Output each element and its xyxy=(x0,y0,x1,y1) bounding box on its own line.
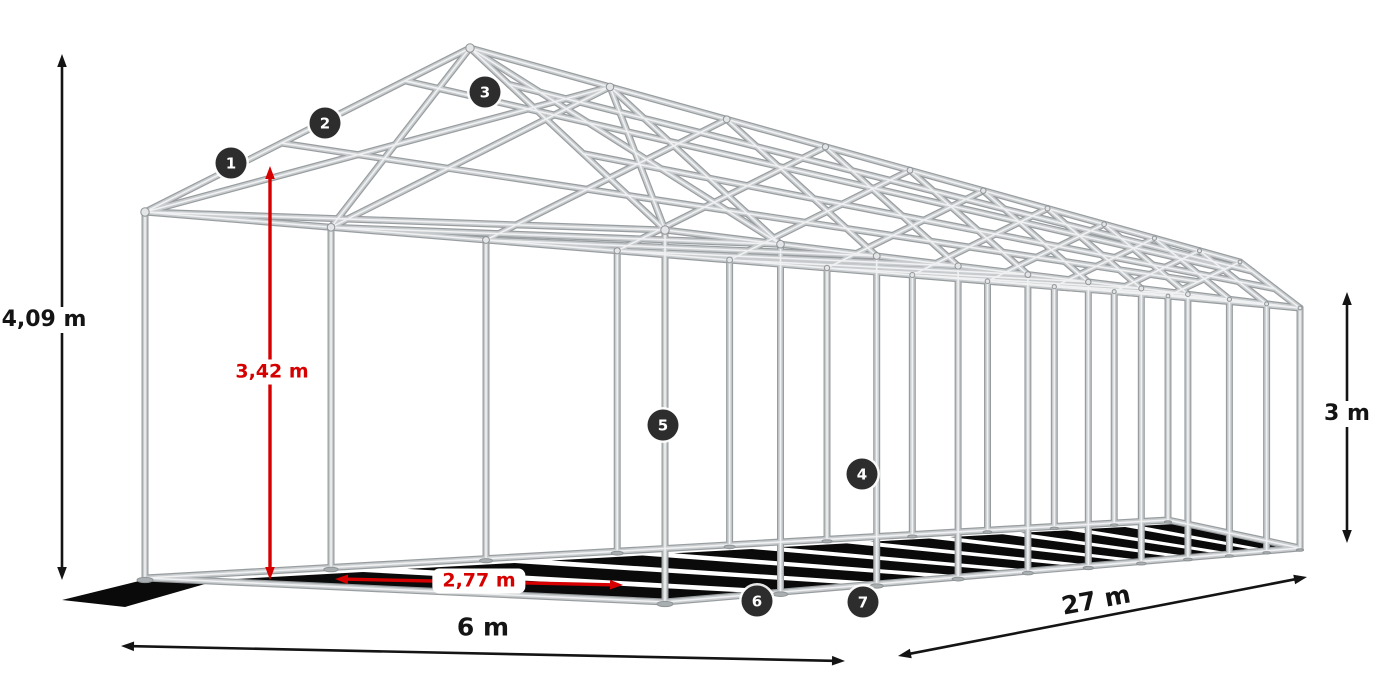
hotspot-marker-7[interactable]: 7 xyxy=(847,586,879,618)
width-arrow xyxy=(121,641,845,666)
hotspot-marker-4-label: 4 xyxy=(856,465,868,483)
length-arrow xyxy=(898,574,1307,659)
hotspot-marker-6[interactable]: 6 xyxy=(741,585,773,617)
hotspot-marker-3[interactable]: 3 xyxy=(469,76,501,108)
hotspot-marker-5-label: 5 xyxy=(657,416,669,434)
side-height-label: 3 m xyxy=(1319,401,1375,427)
hotspot-marker-7-label: 7 xyxy=(857,593,869,611)
hotspot-marker-6-label: 6 xyxy=(751,592,763,610)
hotspot-marker-2-label: 2 xyxy=(319,114,331,132)
hotspot-marker-5[interactable]: 5 xyxy=(647,409,679,441)
pole-spacing-label: 2,77 m xyxy=(432,568,526,594)
total-height-label: 4,09 m xyxy=(0,307,92,333)
hotspot-marker-2[interactable]: 2 xyxy=(309,107,341,139)
hotspot-marker-1-label: 1 xyxy=(225,154,237,172)
hotspot-marker-4[interactable]: 4 xyxy=(846,458,878,490)
inner-height-label: 3,42 m xyxy=(225,359,319,385)
hotspot-marker-3-label: 3 xyxy=(479,83,491,101)
hotspot-marker-1[interactable]: 1 xyxy=(215,147,247,179)
width-label: 6 m xyxy=(456,612,510,642)
